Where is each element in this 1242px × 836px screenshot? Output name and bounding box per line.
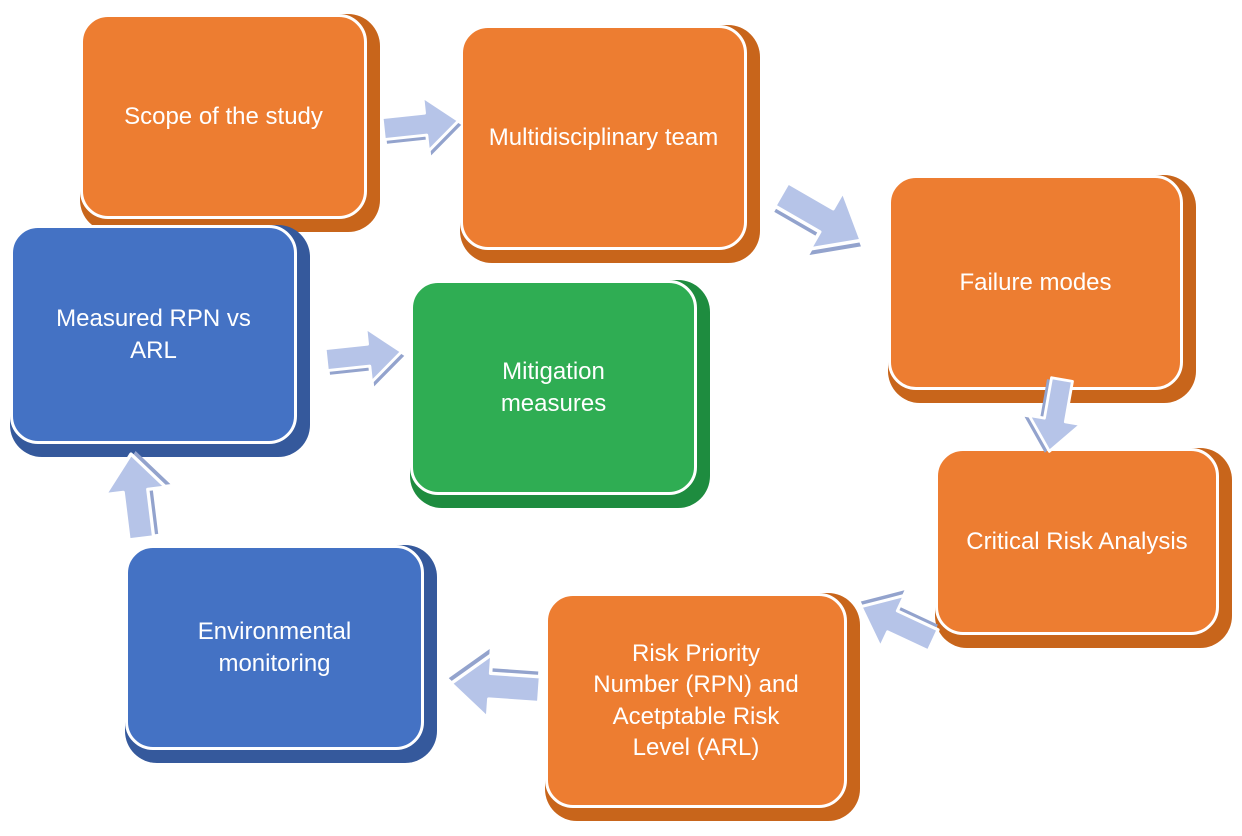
- node-scope-of-the-study: Scope of the study: [80, 14, 380, 232]
- arrow-environmental-to-measured: [98, 447, 174, 542]
- node-rpn-and-arl: Risk Priority Number (RPN) and Acetptabl…: [545, 593, 860, 821]
- node-label: Mitigation measures: [500, 358, 607, 417]
- arrow-rpn-to-environmental: [446, 649, 543, 724]
- node-label: Failure modes: [959, 268, 1112, 296]
- flow-arrow-icon: [380, 95, 462, 156]
- node-multidisciplinary-team: Multidisciplinary team: [460, 25, 760, 263]
- node-label: Measured RPN vs ARL: [56, 305, 251, 364]
- node-label: Multidisciplinary team: [488, 123, 719, 151]
- arrow-failure-modes-to-critical-risk: [1021, 375, 1090, 459]
- node-mitigation-measures: Mitigation measures: [410, 280, 710, 508]
- node-label: Critical Risk Analysis: [966, 527, 1188, 555]
- arrow-scope-to-team: [380, 91, 464, 158]
- node-label: Scope of the study: [124, 102, 323, 130]
- flow-arrow-icon: [859, 590, 940, 653]
- flow-arrow-icon: [103, 450, 171, 542]
- node-measured-rpn-vs-arl: Measured RPN vs ARL: [10, 225, 310, 457]
- flow-arrow-icon: [323, 326, 405, 387]
- node-environmental-monitoring: Environmental monitoring: [125, 545, 437, 763]
- arrow-measured-to-mitigation: [323, 322, 407, 389]
- flow-arrow-icon: [772, 180, 864, 255]
- flow-arrow-icon: [448, 649, 543, 720]
- flow-arrow-icon: [1024, 376, 1083, 453]
- node-failure-modes: Failure modes: [888, 175, 1196, 403]
- node-critical-risk-analysis: Critical Risk Analysis: [935, 448, 1232, 648]
- arrow-critical-risk-to-rpn: [846, 578, 947, 669]
- node-label: Risk Priority Number (RPN) and Acetptabl…: [593, 640, 799, 761]
- arrow-team-to-failure-modes: [763, 163, 881, 273]
- node-label: Environmental monitoring: [197, 618, 352, 677]
